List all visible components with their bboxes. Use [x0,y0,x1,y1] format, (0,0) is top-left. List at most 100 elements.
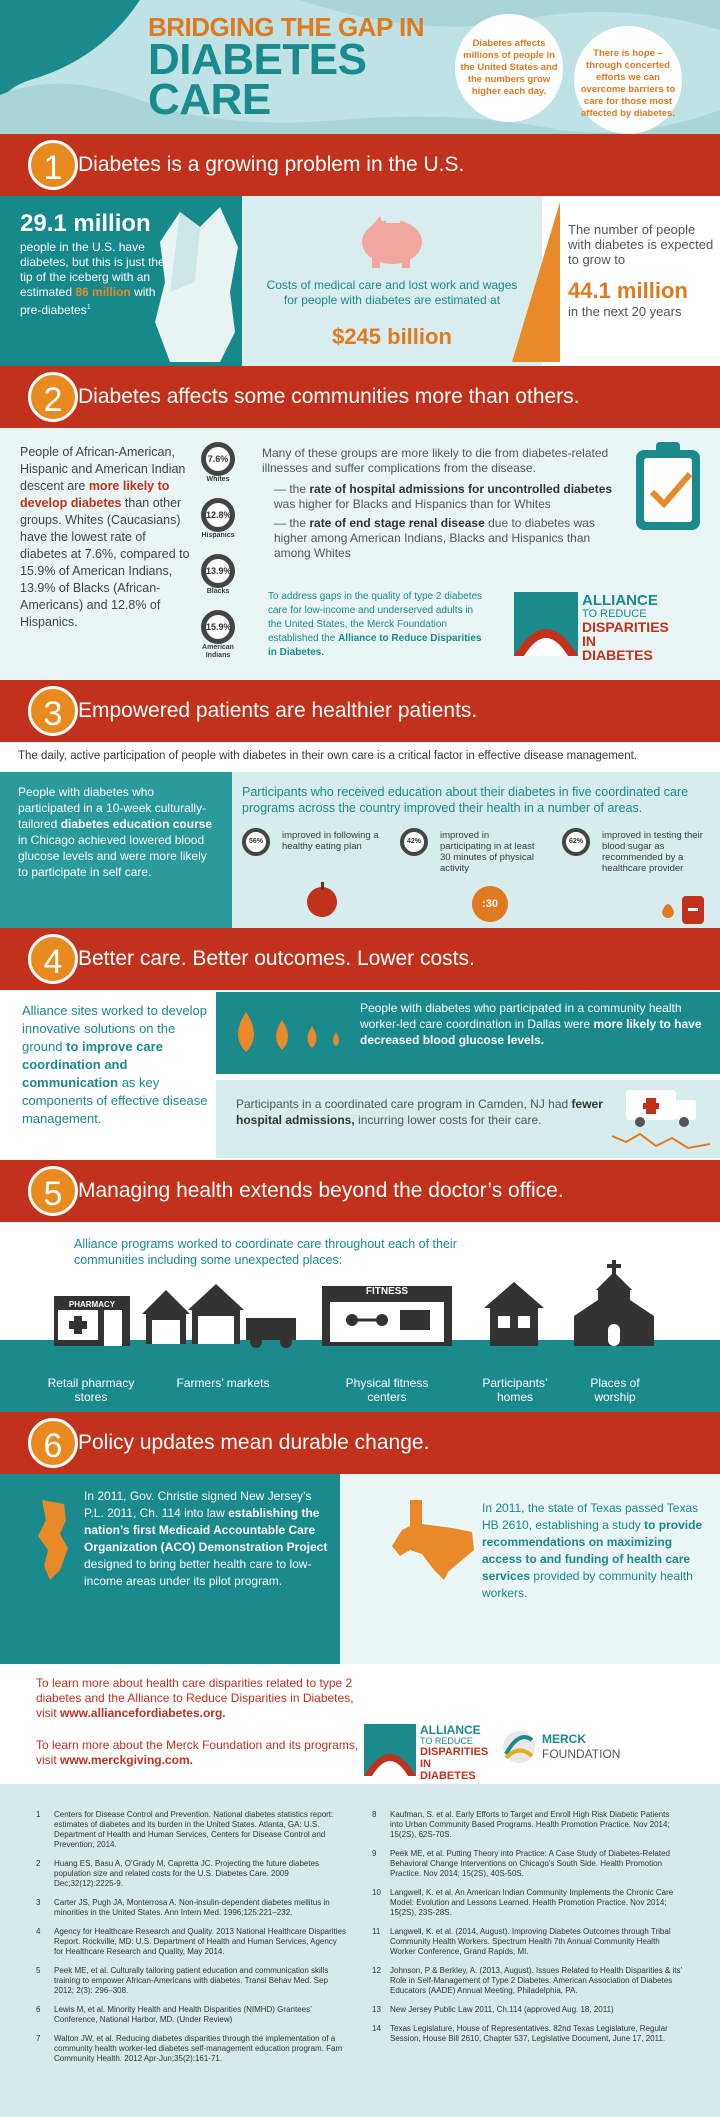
section-title: Diabetes affects some communities more t… [78,385,580,408]
stat-29-million: 29.1 million [20,210,151,237]
education-stat-pct: 56% [242,828,270,856]
rate-item: 13.9%Blacks [196,554,240,610]
new-jersey-text: In 2011, Gov. Christie signed New Jersey… [84,1489,328,1588]
texas-map-icon [392,1500,474,1580]
reference-number: 14 [372,2024,381,2033]
fitness-center-icon [322,1286,452,1346]
reference-text: Agency for Healthcare Research and Quali… [54,1927,347,1956]
header-bubble-hope: There is hope – through concerted effort… [574,26,682,134]
complications-bullet-2: — the rate of end stage renal disease du… [274,516,595,560]
education-stat-text: improved in following a healthy eating p… [282,830,379,852]
alliance-intro: To address gaps in the quality of type 2… [268,591,483,658]
place-label-pharmacy: Retail pharmacy stores [47,1376,135,1404]
merck-logo-text: MERCK [542,1732,586,1746]
cost-text: Costs of medical care and lost work and … [266,278,518,307]
growth-tail: in the next 20 years [568,304,682,319]
alliance-logo-footer: ALLIANCE TO REDUCE DISPARITIES IN DIABET… [364,1722,488,1782]
section-4-content: Alliance sites worked to develop innovat… [0,990,720,1160]
stat-text-a: people in the U.S. have diabetes, but th… [20,240,165,299]
section-4-banner: 4 Better care. Better outcomes. Lower co… [0,928,720,990]
stat-panel-cost: Costs of medical care and lost work and … [242,196,542,366]
section-2-banner: 2 Diabetes affects some communities more… [0,366,720,428]
iceberg-icon [155,207,238,362]
home-icon [484,1282,544,1346]
stat-panel-growth: The number of people with diabetes is ex… [512,196,720,366]
clipboard-check-icon [636,442,700,530]
section-6-banner: 6 Policy updates mean durable change. [0,1412,720,1474]
rate-list: 7.6%Whites 12.8%Hispanics 13.9%Blacks 15… [196,442,240,666]
new-jersey-map-icon [38,1500,68,1580]
rate-item: 7.6%Whites [196,442,240,498]
reference-text: Langwell, K. et al. An American Indian C… [390,1888,674,1917]
education-stat-pct: 62% [562,828,590,856]
section-1-banner: 1 Diabetes is a growing problem in the U… [0,134,720,196]
education-stat-eating: 56% improved in following a healthy eati… [242,828,382,917]
reference-number: 1 [36,1810,41,1819]
place-label-fitness: Physical fitness centers [345,1376,429,1404]
merck-logo-text: FOUNDATION [542,1747,621,1761]
header-title-line1: BRIDGING THE GAP IN [148,12,425,42]
reference-number: 9 [372,1849,377,1858]
camden-text: Participants in a coordinated care progr… [236,1097,603,1127]
education-stat-activity: 42% improved in participating in at leas… [400,828,550,922]
learn-more-alliance: To learn more about health care disparit… [36,1676,354,1720]
education-stat-pct: 42% [400,828,428,856]
header-title-line2: DIABETES [148,35,367,84]
disparity-text-b: than other groups. Whites (Caucasians) h… [20,496,190,629]
camden-panel: Participants in a coordinated care progr… [216,1080,720,1158]
section-title: Empowered patients are healthier patient… [78,699,478,722]
alliance-logo-text: IN DIABETES [420,1758,476,1782]
alliance-logo-text: DISPARITIES [420,1746,489,1758]
dallas-text: People with diabetes who participated in… [360,1001,702,1047]
complications-intro: Many of these groups are more likely to … [262,446,609,475]
places-bar [0,1340,720,1412]
growth-triangle-icon [512,202,560,362]
dallas-panel: People with diabetes who participated in… [216,992,720,1074]
reference-number: 11 [372,1927,381,1936]
rate-item: 15.9%American Indians [196,610,240,666]
header-title-line3: CARE [148,75,271,124]
education-results-head: Participants who received education abou… [242,785,689,815]
section-title: Policy updates mean durable change. [78,1431,430,1454]
reference-number: 10 [372,1888,381,1897]
education-stat-text: improved in testing their blood sugar as… [602,830,703,874]
rate-pct: 15.9% [201,610,235,644]
reference-item: 10 Langwell, K. et al. An American Indian… [372,1888,682,1918]
section-5-content: Alliance programs worked to coordinate c… [0,1222,720,1412]
merck-url-link[interactable]: www.merckgiving.com. [60,1753,193,1767]
reference-number: 8 [372,1810,377,1819]
stat-text-b: with pre-diabetes [20,285,156,317]
reference-text: Carter JS, Pugh JA, Monterrosa A. Non-in… [54,1898,330,1917]
reference-number: 2 [36,1859,41,1868]
section-title: Managing health extends beyond the docto… [78,1179,564,1202]
stat-86-million: 86 million [75,285,131,299]
disparity-text-a: People of African-American, Hispanic and… [20,445,186,493]
alliance-logo-text: ALLIANCE [582,592,658,609]
pharmacy-icon [54,1296,130,1346]
rate-pct: 12.8% [201,498,235,532]
alliance-logo-text: TO REDUCE [582,608,647,620]
stat-29-million-text: people in the U.S. have diabetes, but th… [20,240,165,317]
rate-pct: 13.9% [201,554,235,588]
alliance-logo: ALLIANCE TO REDUCE DISPARITIES IN DIABET… [514,592,669,662]
alliance-url-link[interactable]: www.alliancefordiabetes.org. [60,1706,226,1720]
stat-panel-diabetes-count: 29.1 million people in the U.S. have dia… [0,196,242,366]
alliance-logo-text: TO REDUCE [420,1736,473,1746]
section-title: Diabetes is a growing problem in the U.S… [78,153,465,176]
blood-drops-icon [238,1012,339,1052]
reference-number: 6 [36,2005,41,2014]
place-label-homes: Participants’ homes [482,1376,548,1404]
rate-item: 12.8%Hispanics [196,498,240,554]
church-icon [574,1260,654,1346]
place-label-markets: Farmers’ markets [176,1376,270,1390]
header-bubble-affects: Diabetes affects millions of people in t… [455,14,563,122]
alliance-logo-mark [514,592,578,656]
section-3-banner: 3 Empowered patients are healthier patie… [0,680,720,742]
places-intro: Alliance programs worked to coordinate c… [74,1237,457,1267]
